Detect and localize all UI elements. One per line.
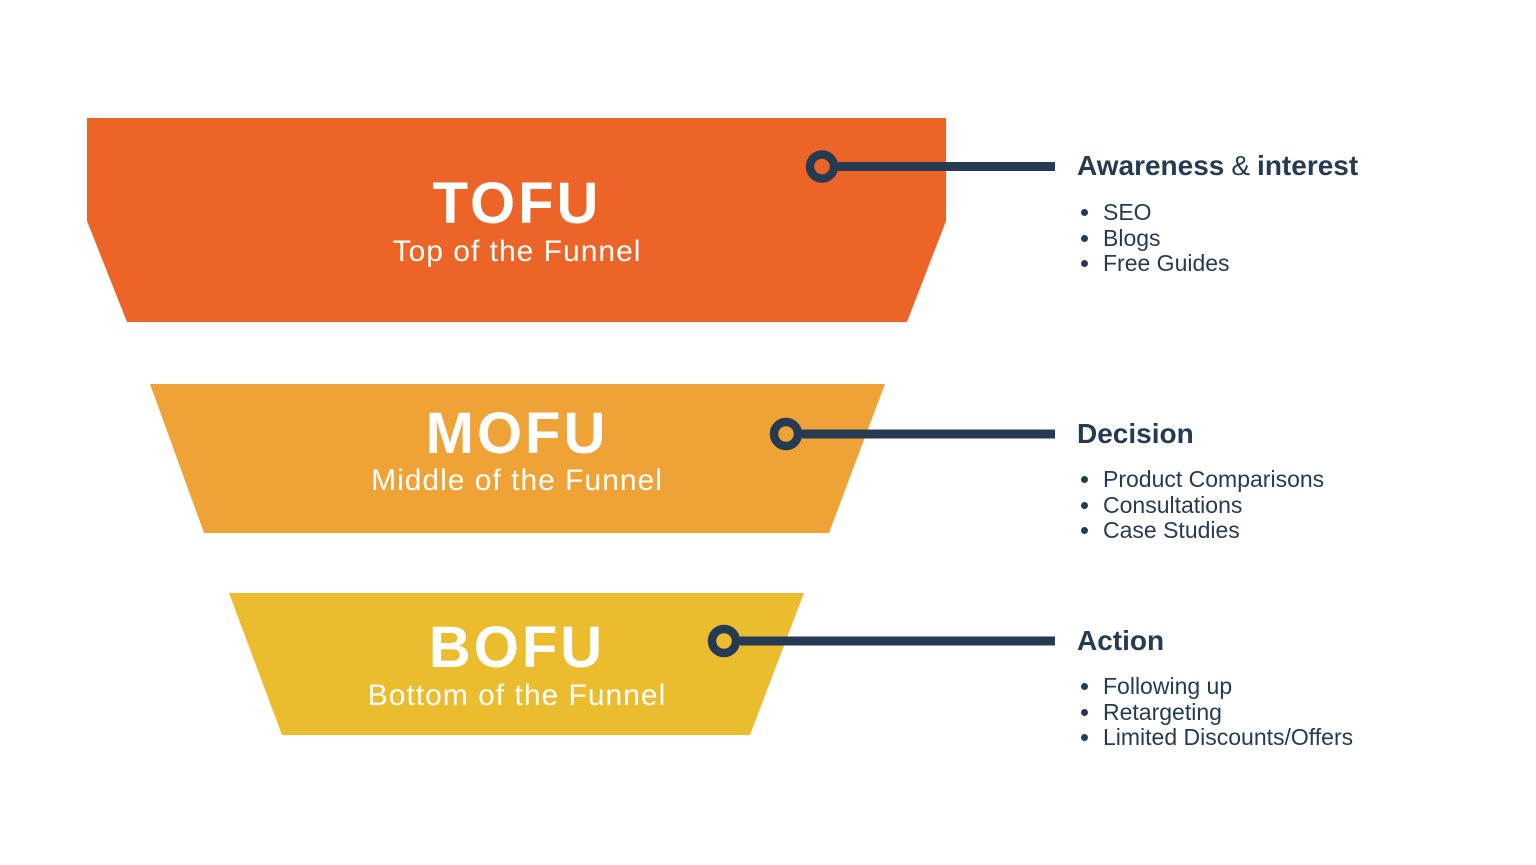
list-item: Product Comparisons: [1081, 466, 1325, 493]
list-item-label: Consultations: [1103, 491, 1243, 518]
bullet-dot-icon: [1081, 260, 1088, 268]
list-item: Following up: [1081, 673, 1353, 700]
funnel-stage-mofu-shape: [150, 384, 885, 533]
annotation-list-action: Following up Retargeting Limited Discoun…: [1081, 673, 1354, 751]
bullet-dot-icon: [1081, 476, 1088, 484]
list-item-label: SEO: [1103, 199, 1152, 226]
bullet-dot-icon: [1081, 683, 1088, 691]
list-item-label: Retargeting: [1103, 698, 1222, 725]
funnel-stage-tofu-shape: [87, 118, 946, 322]
bullet-dot-icon: [1081, 209, 1088, 217]
connector-dot-icon-tofu: [805, 150, 839, 183]
list-item: Case Studies: [1081, 517, 1324, 544]
annotation-list-decision: Product Comparisons Consultations Case S…: [1081, 466, 1325, 544]
list-item-label: Blogs: [1103, 224, 1161, 251]
annotation-heading-awareness-conj: &: [1231, 150, 1251, 181]
bullet-dot-icon: [1081, 501, 1088, 509]
annotation-heading-awareness-right: interest: [1257, 150, 1359, 181]
bullet-dot-icon: [1081, 234, 1088, 242]
bullet-dot-icon: [1081, 734, 1088, 742]
list-item-label: Following up: [1103, 673, 1233, 700]
list-item: Blogs: [1081, 224, 1230, 252]
list-item-label: Free Guides: [1103, 250, 1230, 277]
connector-dot-icon-mofu: [769, 417, 803, 451]
list-item: Consultations: [1081, 491, 1324, 519]
annotation-heading-action: Action: [1077, 625, 1165, 656]
bullet-dot-icon: [1081, 708, 1088, 716]
funnel-stage-bofu-shape: [229, 593, 804, 735]
annotation-heading-awareness: Awareness&interest: [1077, 149, 1358, 183]
connector-dot-icon-bofu: [707, 624, 741, 658]
list-item: Retargeting: [1081, 698, 1353, 726]
annotation-heading-awareness-left: Awareness: [1077, 150, 1225, 181]
bullet-dot-icon: [1081, 527, 1088, 535]
annotation-heading-decision: Decision: [1077, 418, 1194, 449]
list-item: Free Guides: [1081, 250, 1230, 277]
list-item: Limited Discounts/Offers: [1081, 724, 1354, 751]
list-item-label: Product Comparisons: [1103, 466, 1325, 493]
annotation-list-awareness: SEO Blogs Free Guides: [1081, 199, 1230, 277]
list-item: SEO: [1081, 199, 1230, 226]
list-item-label: Limited Discounts/Offers: [1103, 724, 1354, 751]
list-item-label: Case Studies: [1103, 517, 1240, 544]
